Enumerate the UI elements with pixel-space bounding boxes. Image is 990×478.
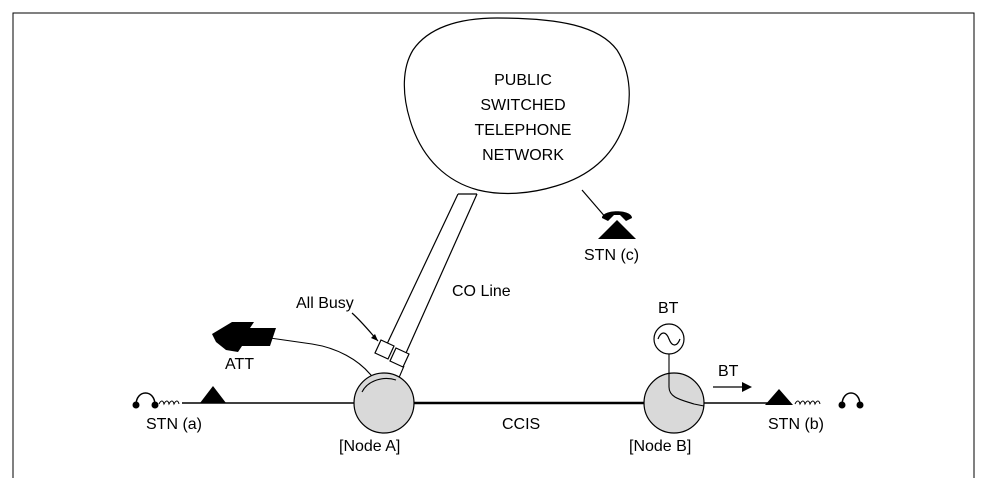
node-a-label: [Node A]	[339, 438, 400, 455]
sine-wave-icon	[653, 323, 685, 355]
telephone-icon	[598, 211, 636, 239]
trunk-box-icon	[374, 339, 410, 368]
stn-c-link	[581, 189, 608, 220]
stn-c-label: STN (c)	[584, 247, 639, 264]
attendant-console-icon	[212, 322, 276, 352]
handset-cord-icon	[794, 392, 864, 409]
co-line-label: CO Line	[452, 283, 511, 300]
bt-arrow-label: BT	[718, 363, 739, 380]
cloud-line-2: SWITCHED	[480, 97, 565, 114]
stn-b-label: STN (b)	[768, 416, 824, 433]
att-label: ATT	[225, 356, 254, 373]
station-triangle-icon	[200, 386, 226, 403]
cloud-line-1: PUBLIC	[494, 72, 552, 89]
bt-arrow-icon	[713, 382, 752, 392]
stn-a-label: STN (a)	[146, 416, 202, 433]
node-a-path	[361, 377, 397, 393]
pstn-cloud: PUBLIC SWITCHED TELEPHONE NETWORK	[403, 17, 630, 195]
diagram-frame	[12, 12, 975, 478]
station-triangle-icon	[765, 389, 793, 405]
cloud-line-4: NETWORK	[482, 147, 564, 164]
all-busy-arrow-icon	[351, 312, 379, 342]
cloud-line-3: TELEPHONE	[475, 122, 572, 139]
node-a-circle	[353, 372, 415, 434]
co-line	[386, 193, 478, 354]
node-b-circle	[643, 372, 705, 434]
node-b-label: [Node B]	[629, 438, 691, 455]
all-busy-label: All Busy	[296, 295, 354, 312]
bt-source-label: BT	[658, 300, 679, 317]
ccis-label: CCIS	[502, 416, 540, 433]
node-b-path	[668, 354, 705, 407]
handset-cord-icon	[132, 392, 180, 409]
